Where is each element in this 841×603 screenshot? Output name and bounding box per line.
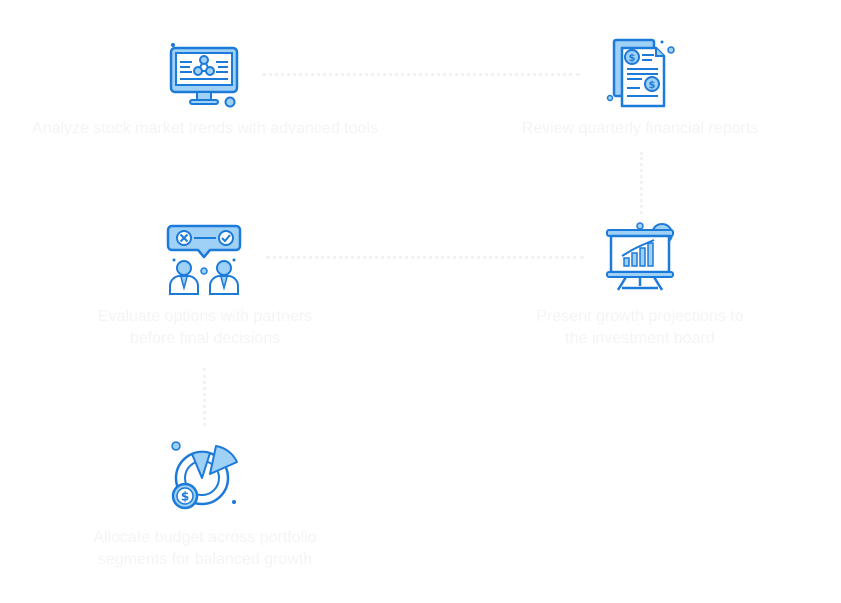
pie-chart-money-icon: $ bbox=[166, 438, 242, 514]
svg-text:$: $ bbox=[649, 80, 656, 91]
connector-step1-step2 bbox=[262, 73, 580, 76]
financial-document-icon: $ $ bbox=[602, 36, 678, 112]
step-5-caption: Allocate budget across portfolio segment… bbox=[93, 529, 317, 568]
connector-step3-step4 bbox=[266, 256, 584, 259]
monitor-network-icon bbox=[166, 36, 242, 112]
connector-step4-step5 bbox=[203, 368, 206, 426]
svg-text:$: $ bbox=[629, 53, 636, 64]
presentation-chart-icon bbox=[602, 218, 678, 294]
step-4-caption: Evaluate options with partners before fi… bbox=[97, 308, 313, 347]
step-3-caption: Present growth projections to the invest… bbox=[536, 308, 744, 347]
svg-text:$: $ bbox=[181, 490, 189, 504]
step-1-caption: Analyze stock market trends with advance… bbox=[32, 120, 378, 137]
step-2-caption: Review quarterly financial reports bbox=[521, 120, 759, 137]
team-decision-icon bbox=[166, 222, 242, 298]
connector-step2-step3 bbox=[640, 152, 643, 214]
